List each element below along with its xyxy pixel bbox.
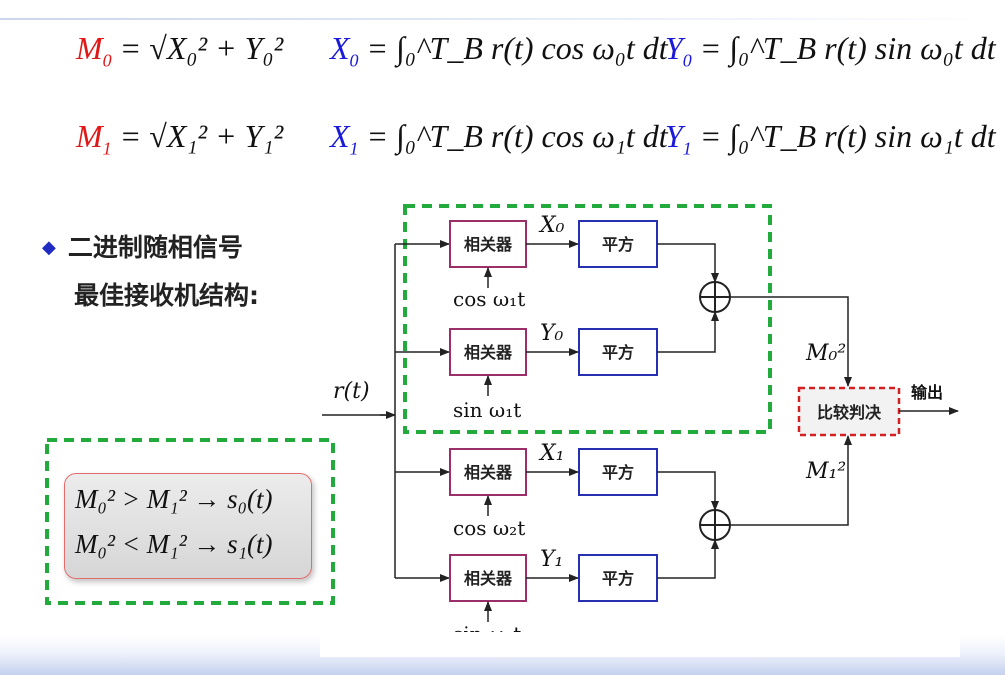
decision-block: 比较判决	[797, 386, 901, 437]
formula-y0: Y0 = ∫₀^T_B r(t) sin ω₀t dt	[665, 30, 996, 71]
formula-m0-rhs: = √X₀² + Y₀²	[119, 30, 284, 66]
svg-text:平方: 平方	[602, 463, 634, 482]
formula-m0-lhs: M	[76, 30, 103, 66]
rules-group-border	[45, 438, 335, 605]
formula-x0-rhs: = ∫₀^T_B r(t) cos ω₀t dt	[366, 30, 668, 66]
bullet-diamond-icon: ◆	[42, 237, 56, 258]
footer-white-strip	[320, 632, 960, 657]
m0-group-border	[403, 204, 772, 434]
svg-text:平方: 平方	[602, 235, 634, 254]
m0-line	[730, 296, 852, 387]
formula-x1-rhs: = ∫₀^T_B r(t) cos ω₁t dt	[366, 118, 668, 154]
formula-y1-rhs: = ∫₀^T_B r(t) sin ω₁t dt	[699, 118, 996, 154]
formula-y1: Y1 = ∫₀^T_B r(t) sin ω₁t dt	[665, 118, 996, 159]
square-block-4: 平方	[578, 554, 658, 602]
formula-m0: M0 = √X₀² + Y₀²	[76, 30, 284, 71]
correlator-2: 相关器	[449, 328, 527, 376]
m0-squared-label: M₀²	[805, 341, 846, 366]
decision-rules-box: M₀² > M₁² → s₀(t) M₀² < M₁² → s₁(t)	[64, 473, 312, 579]
correlator-1-label: 相关器	[464, 235, 513, 254]
decision-rule-1: M₀² < M₁² → s₁(t)	[75, 529, 273, 559]
formula-y0-rhs: = ∫₀^T_B r(t) sin ω₀t dt	[699, 30, 996, 66]
signal-x1-label: X₁	[538, 441, 564, 466]
signal-y0-label: Y₀	[540, 321, 564, 346]
decision-label: 比较判决	[817, 403, 882, 422]
square-block-1: 平方	[578, 220, 658, 268]
correlator-4: 相关器	[449, 554, 527, 602]
formula-x1: X1 = ∫₀^T_B r(t) cos ω₁t dt	[330, 118, 668, 159]
correlator-4-label: 相关器	[464, 569, 513, 588]
formula-m1-rhs: = √X₁² + Y₁²	[119, 118, 284, 154]
formula-x0: X0 = ∫₀^T_B r(t) cos ω₀t dt	[330, 30, 668, 71]
header-divider	[0, 18, 1005, 20]
svg-text:平方: 平方	[602, 569, 634, 588]
carrier-label-1: cos ω₁t	[453, 287, 525, 311]
signal-y1-label: Y₁	[540, 547, 563, 572]
adder-1	[699, 281, 731, 313]
decision-rule-0: M₀² > M₁² → s₀(t)	[75, 484, 273, 514]
m1-line	[730, 435, 852, 526]
description-line2: 最佳接收机结构:	[74, 281, 259, 310]
svg-text:平方: 平方	[602, 343, 634, 362]
correlator-3-label: 相关器	[464, 463, 513, 482]
input-signal-label: r(t)	[333, 379, 370, 404]
correlator-1: 相关器	[449, 220, 527, 268]
correlator-3: 相关器	[449, 448, 527, 496]
square-block-3: 平方	[578, 448, 658, 496]
m1-squared-label: M₁²	[805, 459, 846, 484]
square-block-2: 平方	[578, 328, 658, 376]
adder-2	[699, 509, 731, 541]
formula-m1: M1 = √X₁² + Y₁²	[76, 118, 284, 159]
description-line1: 二进制随相信号	[67, 233, 243, 262]
receiver-description: ◆ 二进制随相信号 最佳接收机结构:	[42, 224, 259, 320]
correlator-2-label: 相关器	[464, 343, 513, 362]
signal-x0-label: X₀	[538, 213, 565, 238]
carrier-label-2: sin ω₁t	[453, 398, 521, 422]
output-label: 输出	[911, 383, 943, 402]
carrier-label-3: cos ω₂t	[453, 516, 525, 540]
